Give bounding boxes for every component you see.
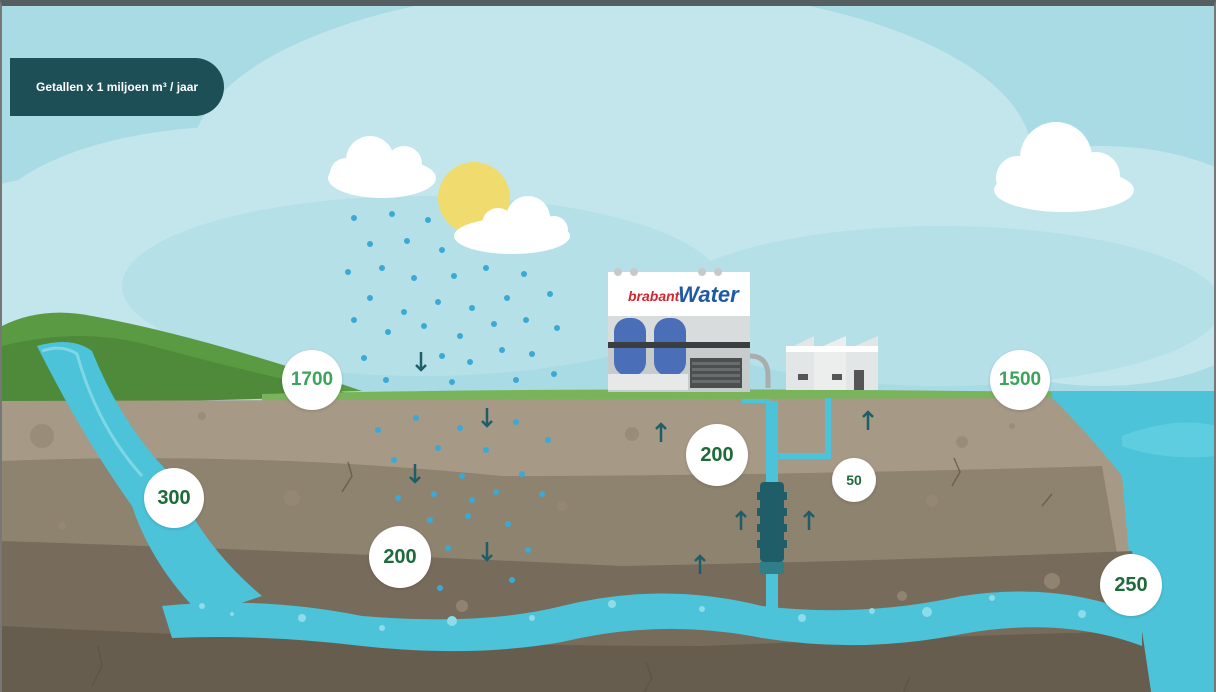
drinking-water-extraction-figure: 200 [686,424,748,486]
clouds [328,122,1134,254]
industry-extraction-figure: 50 [832,458,876,502]
rain-drops [345,211,560,591]
evaporation-value: 1500 [998,369,1042,390]
upward-arrows [655,410,874,574]
aquifer [162,591,1142,652]
groundwater-outflow-figure: 250 [1100,554,1162,616]
infiltration-figure: 200 [369,526,431,588]
logo-text-water: Water [678,282,739,307]
precipitation-value: 1700 [290,369,334,390]
logo-text-brabant: brabant [628,288,680,304]
evaporation-figure: 1500 [990,350,1050,410]
groundwater-outflow-value: 250 [1114,573,1148,596]
well-filter [757,482,787,562]
precipitation-figure: 1700 [282,350,342,410]
industry-extraction-value: 50 [846,472,862,488]
infiltration-value: 200 [383,545,417,568]
grass-surface [262,389,1052,401]
river-runoff-figure: 300 [144,468,204,528]
water-company-building [608,268,771,392]
downward-arrows [409,352,493,562]
river-runoff-value: 300 [157,486,191,509]
drinking-water-extraction-value: 200 [700,443,734,466]
unit-label-badge: Getallen x 1 miljoen m³ / jaar [10,58,224,116]
industry-buildings [786,336,878,390]
